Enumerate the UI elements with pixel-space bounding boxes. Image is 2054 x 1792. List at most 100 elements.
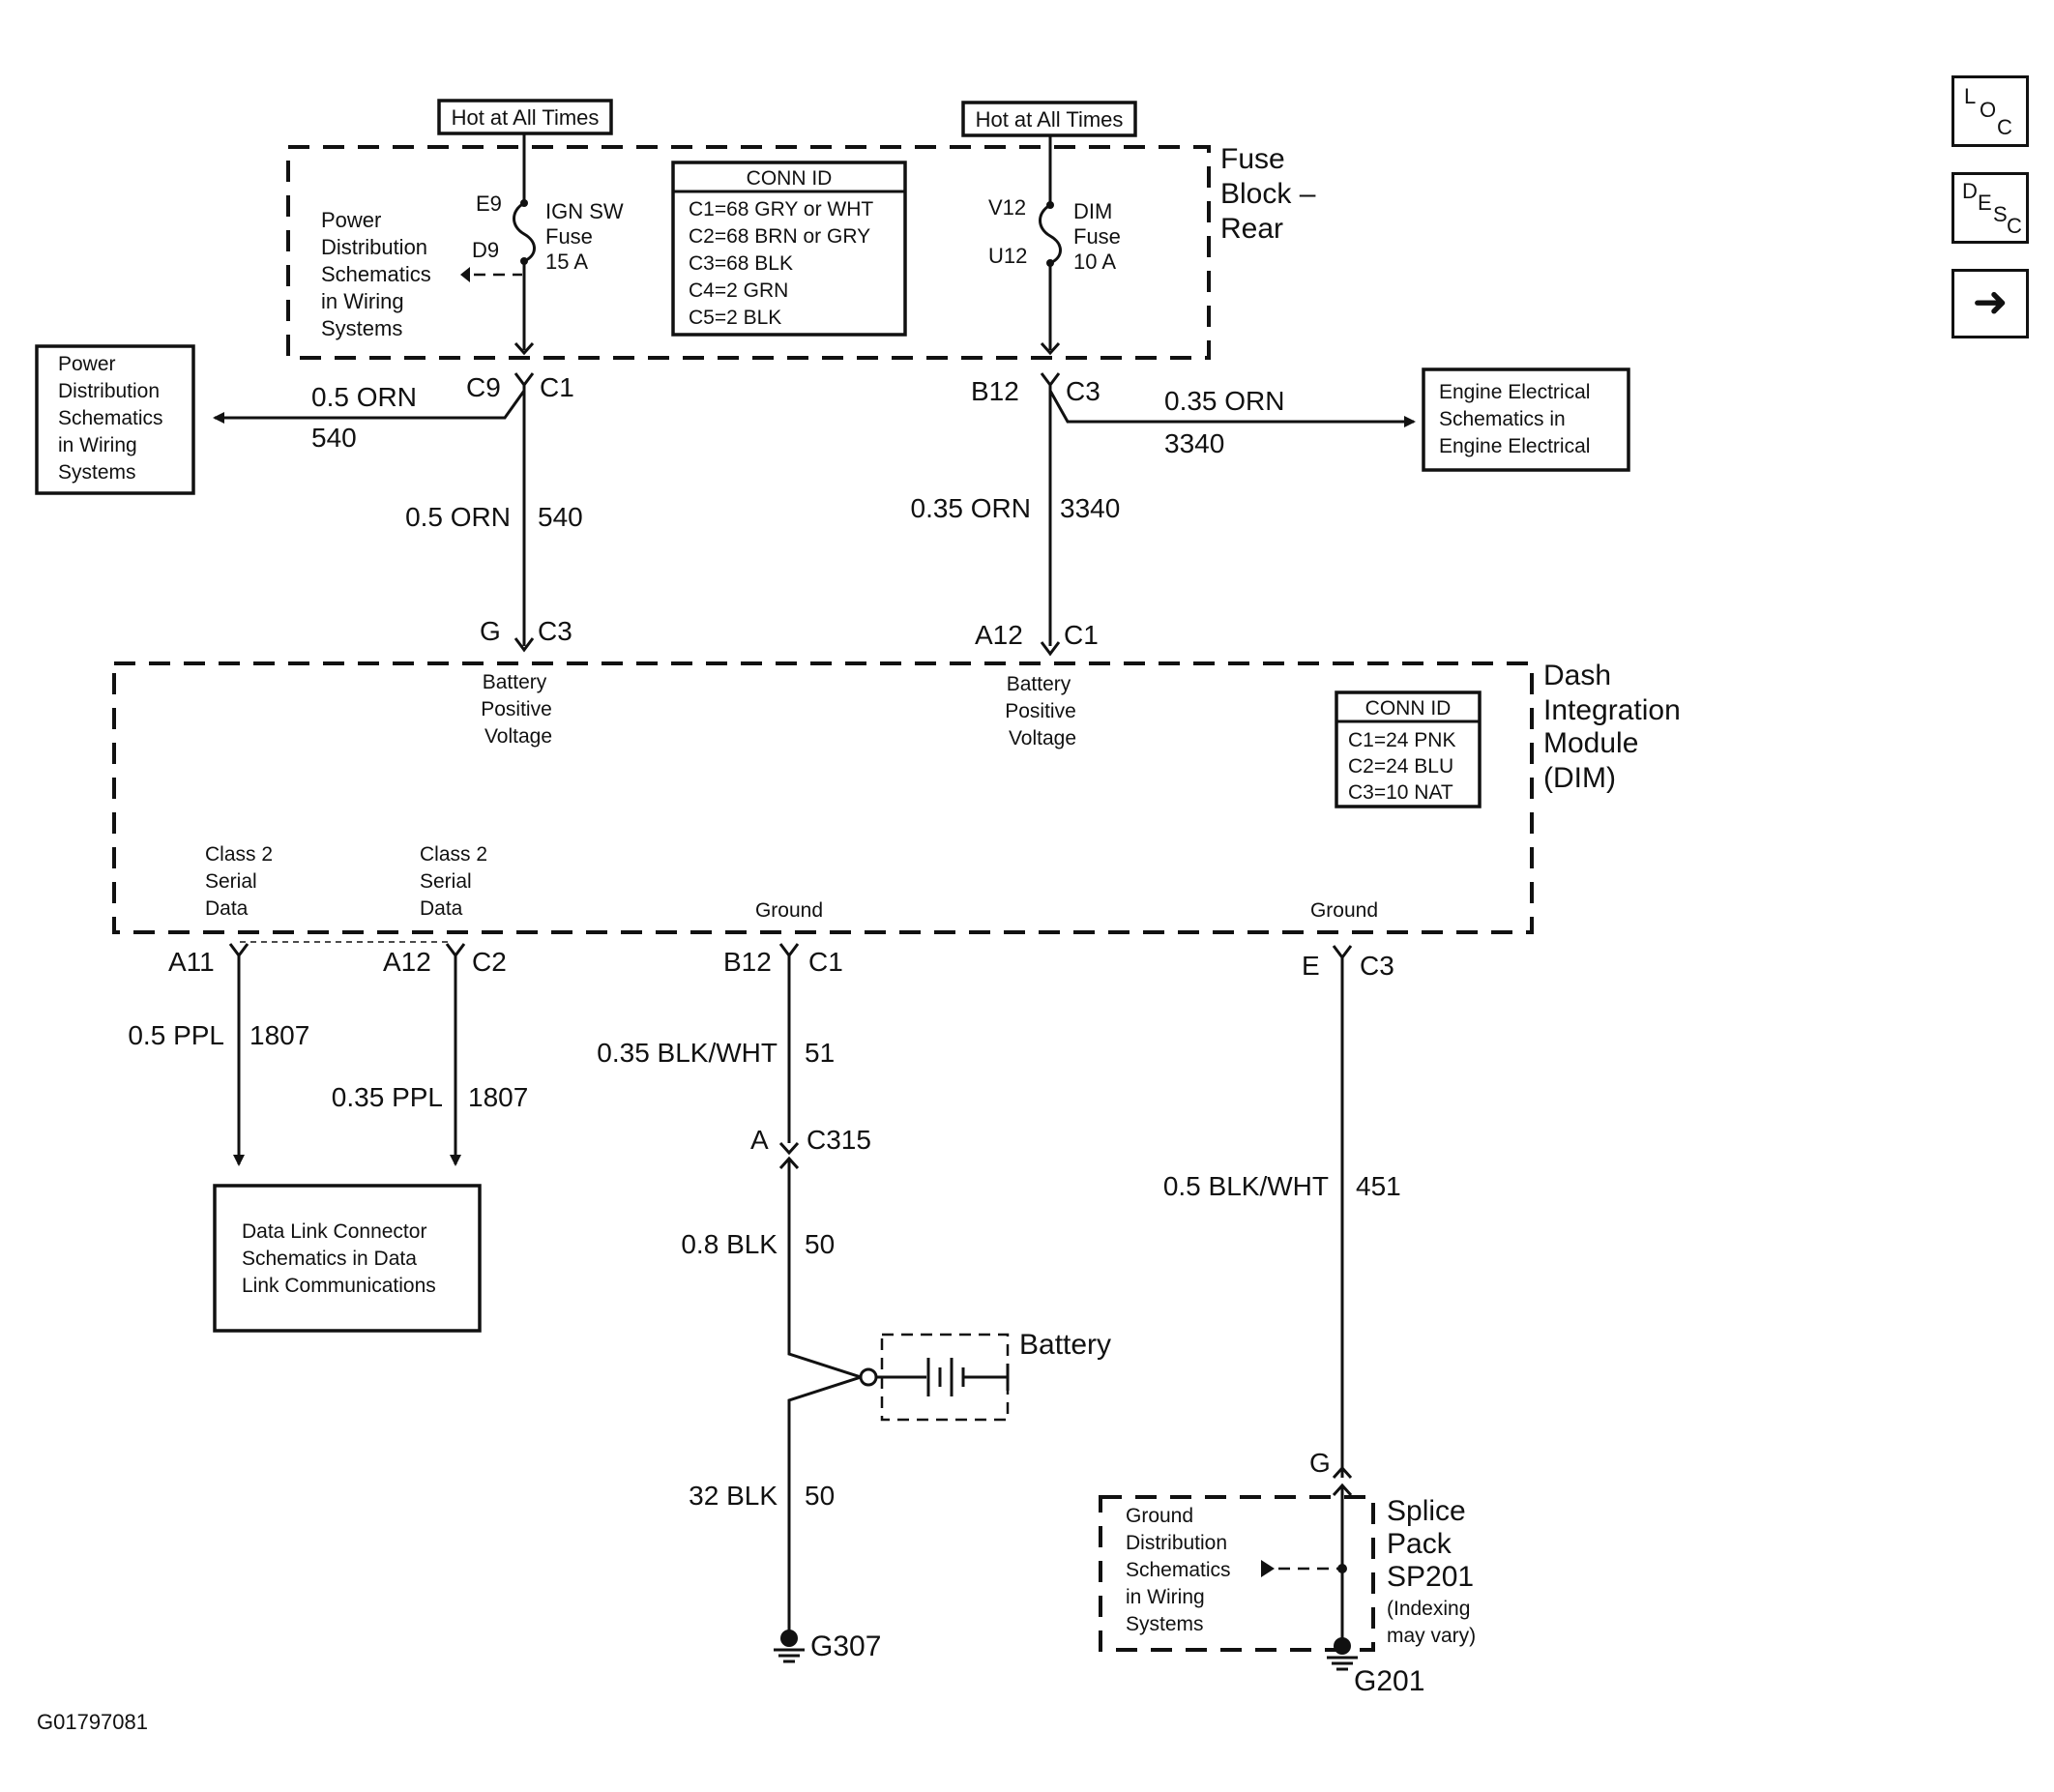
- battery: [876, 1333, 1010, 1422]
- a11-connector: [228, 943, 249, 958]
- e-conn: C3: [1360, 951, 1394, 981]
- desc-letter-s: S: [1993, 202, 2008, 226]
- conn-id-dim-row-2: C2=24 BLU: [1348, 755, 1453, 778]
- conn-id-dim-row-1: C1=24 PNK: [1348, 729, 1455, 751]
- figure-id: G01797081: [37, 1710, 148, 1734]
- dim-title-2: Integration: [1543, 694, 1681, 726]
- wire-left-gauge: 0.5 ORN: [405, 502, 511, 532]
- pds-inside-line-4: in Wiring: [321, 289, 404, 313]
- batt-pos-right-1: Battery: [1007, 673, 1071, 695]
- e-pin: E: [1302, 951, 1320, 981]
- branch-right-wire: 0.35 ORN: [1164, 386, 1285, 416]
- dim-fuse-label-3: 10 A: [1073, 250, 1116, 274]
- conn-id-fuse-row-5: C5=2 BLK: [689, 307, 781, 329]
- class2-a-2: Serial: [205, 870, 257, 893]
- battery-positive-voltage-left: Battery Positive Voltage: [481, 671, 552, 748]
- splice-pin: G: [1309, 1448, 1331, 1478]
- loc-letter-c: C: [1997, 115, 2012, 139]
- right-conn-pin: B12: [971, 376, 1019, 406]
- b12-c1-connector: [778, 943, 800, 958]
- conn-id-dim-row-3: C3=10 NAT: [1348, 781, 1453, 804]
- pds-reference-box: Power Distribution Schematics in Wiring …: [35, 344, 195, 495]
- batt-pos-left-2: Positive: [481, 698, 552, 720]
- class2-b-3: Data: [420, 897, 463, 920]
- engine-electrical-box: Engine Electrical Schematics in Engine E…: [1422, 367, 1630, 472]
- wire-51-circuit: 51: [805, 1038, 835, 1068]
- wire-right-gauge: 0.35 ORN: [911, 493, 1032, 523]
- a11-wire-circuit: 1807: [249, 1020, 309, 1050]
- ign-sw-fuse: E9 D9 IGN SW Fuse 15 A: [472, 133, 624, 356]
- conn-id-fuse-title: CONN ID: [747, 167, 833, 190]
- dim-in-left-conn: C3: [538, 616, 572, 646]
- c315-conn: C315: [807, 1125, 871, 1155]
- conn-id-dim-title: CONN ID: [1365, 697, 1452, 720]
- batt-pos-right-2: Positive: [1005, 700, 1076, 722]
- ign-fuse-label-3: 15 A: [545, 250, 588, 274]
- branch-left-wire: 0.5 ORN: [311, 382, 417, 412]
- gds-line-2: Distribution: [1126, 1532, 1227, 1554]
- pds-inside-reference: Power Distribution Schematics in Wiring …: [321, 208, 522, 340]
- splice-connector-upper: [1332, 1465, 1353, 1480]
- right-conn-name: C3: [1066, 376, 1100, 406]
- arrow-right-icon: [1261, 1560, 1275, 1577]
- b12-conn: C1: [808, 947, 843, 977]
- locator-button[interactable]: L O C: [1951, 75, 2029, 147]
- splice-title-1: Splice: [1387, 1495, 1466, 1527]
- wire-50a-gauge: 0.8 BLK: [681, 1229, 778, 1259]
- arrow-left-icon: [460, 267, 470, 282]
- ign-fuse-pin-in: E9: [476, 191, 502, 216]
- fuse-block-rear: Fuse Block – Rear: [286, 143, 1316, 360]
- left-conn-name: C1: [540, 372, 574, 402]
- dim-in-right-pin: A12: [975, 620, 1023, 650]
- hot-at-all-times-left: Hot at All Times: [452, 105, 600, 130]
- arrow-right-icon: ➜: [1972, 279, 2009, 326]
- pds-inside-line-3: Schematics: [321, 262, 431, 286]
- left-connector-c1: C9 C1 0.5 ORN 540: [213, 372, 574, 646]
- next-arrow-button[interactable]: ➜: [1951, 269, 2029, 338]
- g201-label: G201: [1354, 1665, 1424, 1697]
- desc-letter-c: C: [2007, 214, 2022, 238]
- class2-b-1: Class 2: [420, 843, 487, 866]
- batt-pos-left-1: Battery: [483, 671, 547, 693]
- wire-50b-gauge: 32 BLK: [689, 1481, 778, 1511]
- splice-pack-sp201: Ground Distribution Schematics in Wiring…: [1099, 1485, 1375, 1652]
- splice-title-2: Pack: [1387, 1528, 1452, 1560]
- pds-inside-line-2: Distribution: [321, 235, 427, 259]
- dim-in-left-pin: G: [480, 616, 501, 646]
- description-button[interactable]: D E S C: [1951, 172, 2029, 244]
- battery-junction: [787, 1352, 866, 1402]
- branch-left-circuit: 540: [311, 423, 357, 453]
- a12-c2-connector: [445, 943, 466, 958]
- dim-title-4: (DIM): [1543, 762, 1616, 794]
- wire-left-circuit: 540: [538, 502, 583, 532]
- desc-letter-e: E: [1978, 191, 1992, 215]
- engine-box-line-1: Engine Electrical: [1439, 381, 1590, 403]
- class2-b-2: Serial: [420, 870, 472, 893]
- fuse-icon: [513, 201, 536, 263]
- c315-pin: A: [750, 1125, 769, 1155]
- dim-input-right-connector: [1040, 641, 1061, 657]
- gds-line-3: Schematics: [1126, 1559, 1231, 1581]
- wire-451-gauge: 0.5 BLK/WHT: [1163, 1171, 1329, 1201]
- pds-box-line-3: Schematics: [58, 407, 163, 429]
- a12-conn: C2: [472, 947, 507, 977]
- wire-451-circuit: 451: [1356, 1171, 1401, 1201]
- ground-label-1: Ground: [755, 899, 823, 922]
- batt-pos-left-3: Voltage: [484, 725, 552, 748]
- ign-fuse-label-1: IGN SW: [545, 199, 624, 223]
- left-conn-pin: C9: [466, 372, 501, 402]
- ground-g201-icon: [1327, 1637, 1358, 1671]
- ign-fuse-label-2: Fuse: [545, 224, 593, 249]
- conn-id-fuse-row-3: C3=68 BLK: [689, 252, 793, 275]
- pds-box-line-1: Power: [58, 353, 116, 375]
- class2-serial-data-a: Class 2 Serial Data: [205, 843, 273, 920]
- loc-letter-l: L: [1964, 84, 1977, 108]
- a11-wire-gauge: 0.5 PPL: [128, 1020, 224, 1050]
- fuse-block-title-1: Fuse: [1220, 143, 1285, 175]
- g307-label: G307: [810, 1630, 881, 1662]
- dim-title-1: Dash: [1543, 660, 1611, 691]
- a11-pin: A11: [168, 947, 215, 977]
- pds-box-line-2: Distribution: [58, 380, 160, 402]
- dim-fuse-label-1: DIM: [1073, 199, 1112, 223]
